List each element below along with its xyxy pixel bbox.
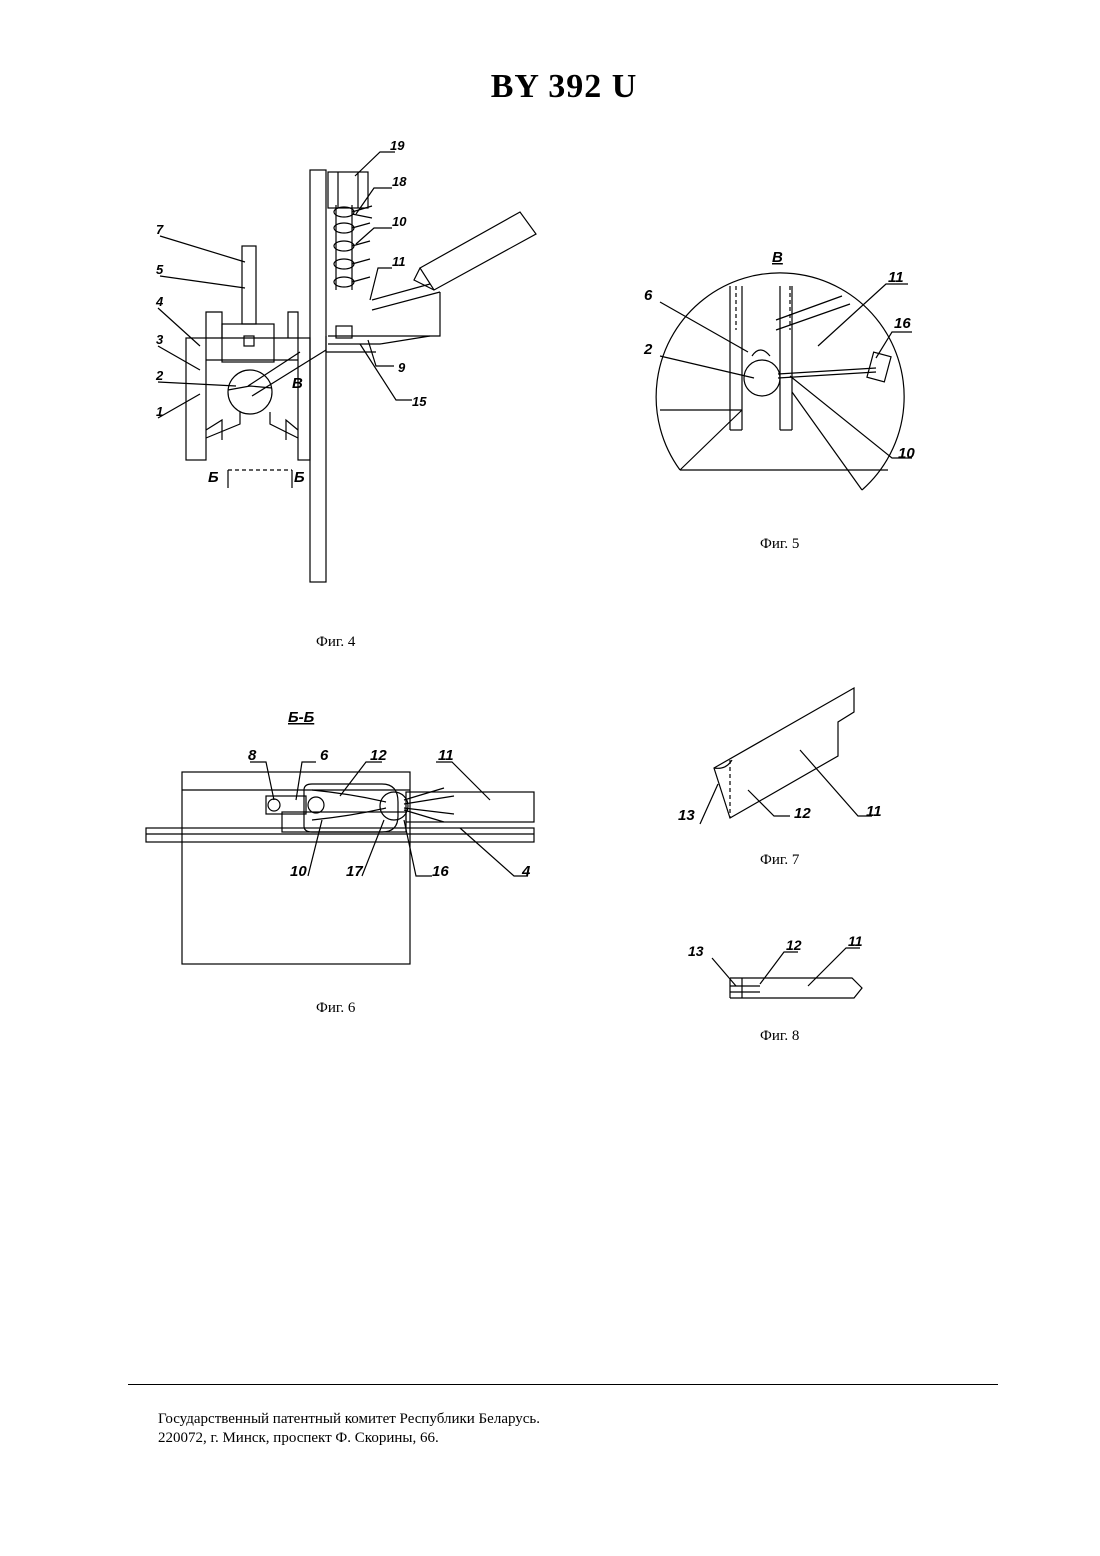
fig6-label-6: 6 xyxy=(320,747,329,764)
figure-5 xyxy=(656,273,912,490)
fig4-label-4: 4 xyxy=(155,294,164,309)
fig6-label-16: 16 xyxy=(432,863,449,880)
fig7-label-13: 13 xyxy=(678,807,695,824)
fig6-label-4: 4 xyxy=(521,863,531,880)
fig5-label-11: 11 xyxy=(888,269,904,286)
fig4-section-left: Б xyxy=(208,469,219,486)
fig6-label-12: 12 xyxy=(370,747,387,764)
fig6-label-11: 11 xyxy=(438,747,454,764)
fig6-label-8: 8 xyxy=(248,747,257,764)
fig7-label-11: 11 xyxy=(866,803,882,820)
fig7-caption: Фиг. 7 xyxy=(760,852,800,868)
fig4-label-18: 18 xyxy=(392,174,407,189)
footer-line-2: 220072, г. Минск, проспект Ф. Скорины, 6… xyxy=(158,1429,540,1448)
fig4-label-19: 19 xyxy=(390,138,405,153)
fig4-label-10: 10 xyxy=(392,214,407,229)
fig4-caption: Фиг. 4 xyxy=(316,634,356,650)
figure-4 xyxy=(158,152,536,582)
fig4-label-3: 3 xyxy=(156,332,164,347)
figure-7 xyxy=(700,688,872,824)
figure-7-labels: 13 12 11 Фиг. 7 xyxy=(678,803,882,868)
fig5-title: B xyxy=(772,249,783,266)
footer-rule xyxy=(128,1384,998,1385)
fig8-label-12: 12 xyxy=(786,937,802,953)
fig4-section-right: Б xyxy=(294,469,305,486)
fig5-label-2: 2 xyxy=(643,341,653,358)
figure-6 xyxy=(146,762,534,964)
fig5-label-10: 10 xyxy=(898,445,915,462)
fig6-caption: Фиг. 6 xyxy=(316,1000,356,1016)
fig4-label-7: 7 xyxy=(156,222,164,237)
fig4-label-15: 15 xyxy=(412,394,427,409)
fig4-label-9: 9 xyxy=(398,360,406,375)
fig4-label-1: 1 xyxy=(156,404,163,419)
fig4-label-11: 11 xyxy=(392,254,406,269)
fig6-title: Б-Б xyxy=(288,709,315,726)
figure-8 xyxy=(712,948,862,998)
figure-4-labels: 19 18 10 11 7 5 4 3 2 1 9 15 B Б Б Фиг. … xyxy=(155,138,427,650)
footer-line-1: Государственный патентный комитет Респуб… xyxy=(158,1410,540,1429)
fig8-label-13: 13 xyxy=(688,943,704,959)
fig5-caption: Фиг. 5 xyxy=(760,536,799,552)
fig5-label-6: 6 xyxy=(644,287,653,304)
fig4-label-5: 5 xyxy=(156,262,164,277)
fig6-label-17: 17 xyxy=(346,863,363,880)
fig8-caption: Фиг. 8 xyxy=(760,1028,799,1044)
figure-8-labels: 13 12 11 Фиг. 8 xyxy=(688,933,863,1044)
fig8-label-11: 11 xyxy=(848,933,863,949)
fig5-label-16: 16 xyxy=(894,315,911,332)
fig4-view-label: B xyxy=(292,375,303,392)
figure-6-labels: Б-Б 8 6 12 11 10 17 16 4 Фиг. 6 xyxy=(248,709,531,1016)
fig7-label-12: 12 xyxy=(794,805,811,822)
footer: Государственный патентный комитет Респуб… xyxy=(158,1410,540,1448)
fig4-label-2: 2 xyxy=(155,368,164,383)
fig6-label-10: 10 xyxy=(290,863,307,880)
